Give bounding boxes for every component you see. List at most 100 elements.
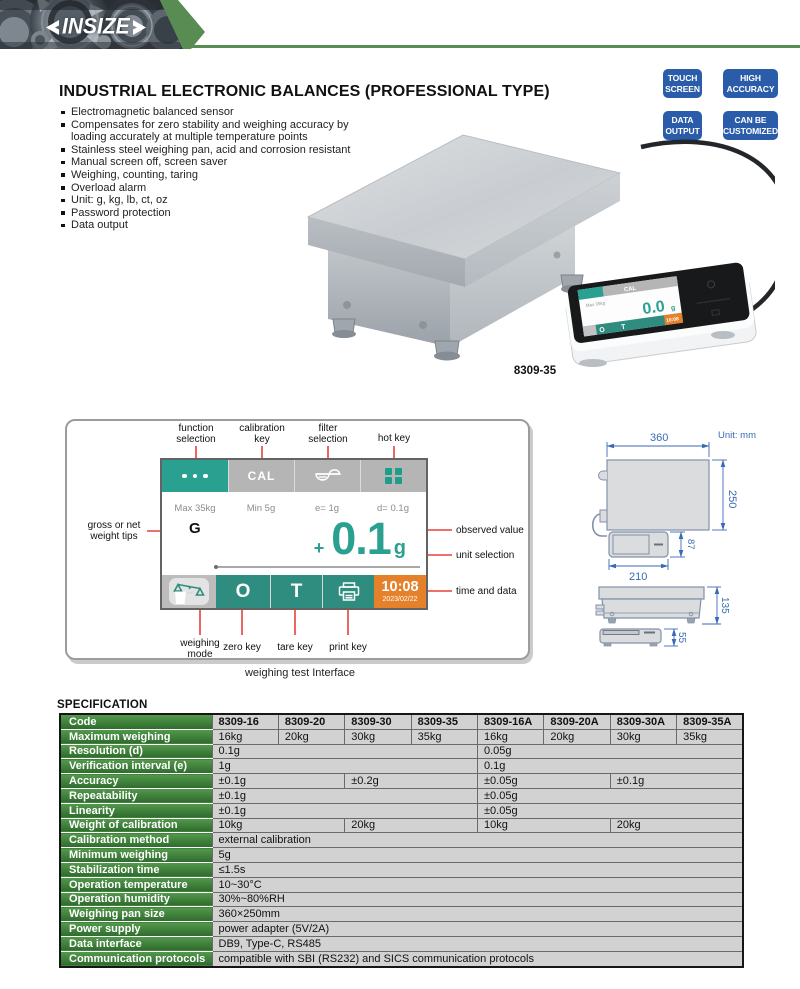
interface-diagram-panel: CAL (65, 419, 530, 660)
touchscreen-mock: CAL (160, 458, 428, 610)
spec-cell: external calibration (211, 832, 744, 849)
dimension-drawing: Unit: mm 360 250 (588, 424, 800, 679)
min-capacity: Min 5g (246, 503, 276, 514)
label-zero-key: zero key (223, 642, 261, 653)
spec-row-label: Repeatability (60, 788, 212, 804)
spec-row: Repeatability±0.1g±0.05g (60, 787, 744, 804)
spec-cell: power adapter (5V/2A) (211, 921, 744, 937)
badge-data-output: DATA OUTPUT (663, 111, 702, 140)
label-time-and-data: time and data (456, 586, 517, 597)
spec-code: 8309-35 (410, 713, 479, 730)
logo-text: INSIZE (62, 14, 130, 39)
spec-cell: ±0.2g (344, 773, 478, 789)
spec-cell: 5g (211, 847, 744, 863)
calibration-key[interactable]: CAL (228, 460, 294, 492)
spec-cell: DB9, Type-C, RS485 (211, 935, 744, 952)
spec-cell: ≤1.5s (211, 861, 744, 878)
hot-key[interactable] (360, 460, 426, 492)
label-gross-or-net: gross or net weight tips (87, 520, 141, 542)
function-selection-key[interactable] (162, 460, 228, 492)
photo-weight-unit: g (671, 305, 676, 313)
label-filter-selection: filter selection (308, 423, 348, 445)
label-calibration-key: calibration key (239, 423, 285, 445)
date-value: 2023/02/22 (382, 596, 418, 604)
spec-cell: ±0.1g (211, 802, 478, 819)
logo-right-arrow-icon (132, 19, 146, 35)
screen-bottom-bar: O T 10:08 2023/02/22 (162, 575, 426, 608)
feature-item: Manual screen off, screen saver (61, 156, 376, 169)
tare-key[interactable]: T (270, 575, 322, 608)
spec-row-label: Operation temperature (60, 877, 212, 893)
label-observed-value: observed value (456, 525, 524, 536)
spec-cell: ±0.1g (211, 787, 478, 804)
feature-item: Data output (61, 219, 376, 232)
spec-cell: 30kg (344, 728, 412, 745)
spec-row-label: Communication protocols (60, 951, 212, 968)
product-photo: CAL 0.0 g Max 35kg O T 10:08 (275, 125, 791, 385)
dim-210: 210 (629, 571, 647, 583)
spec-cell: 0.1g (211, 743, 478, 760)
spec-row-label: Weight of calibration (60, 818, 212, 834)
weight-value: 0.1 (331, 513, 392, 564)
product-code-label: 8309-35 (513, 365, 557, 377)
photo-time: 10:08 (666, 316, 680, 324)
dim-55: 55 (676, 632, 687, 644)
spec-cell: 1g (211, 758, 478, 775)
spec-cell: ±0.05g (477, 787, 744, 804)
label-print-key: print key (329, 642, 367, 653)
spec-row-label: Data interface (60, 936, 212, 952)
spec-row-label: Operation humidity (60, 892, 212, 908)
spec-row-label: Maximum weighing (60, 729, 212, 745)
zero-key[interactable]: O (216, 575, 270, 608)
badge-high-accuracy: HIGH ACCURACY (723, 69, 778, 98)
spec-code: 8309-30 (344, 713, 412, 730)
feature-item: Password protection (61, 207, 376, 220)
spec-code: 8309-30A (609, 713, 678, 730)
photo-tare-key: T (621, 324, 627, 332)
spec-cell: 30%~80%RH (211, 891, 744, 908)
photo-max-capacity: Max 35kg (585, 300, 606, 308)
weight-readout: + 0.1 g (314, 513, 406, 564)
spec-code: 8309-35A (676, 713, 744, 730)
photo-cal-key: CAL (624, 286, 637, 294)
spec-cell: 16kg (476, 728, 545, 745)
spec-cell: 35kg (676, 728, 744, 745)
header-rule (187, 45, 800, 48)
spec-cell: 35kg (410, 728, 479, 745)
dim-87: 87 (685, 539, 696, 550)
dim-250: 250 (726, 490, 738, 508)
spec-cell: 10kg (211, 817, 346, 834)
spec-cell: ±0.05g (477, 802, 744, 819)
spec-cell: 20kg (344, 817, 478, 834)
weighing-mode-key[interactable] (162, 575, 216, 608)
feature-item: Weighing, counting, taring (61, 169, 376, 182)
spec-cell: 360×250mm (211, 906, 744, 923)
filter-selection-key[interactable] (294, 460, 360, 492)
spec-code: 8309-16 (211, 713, 279, 730)
diagram-caption: weighing test Interface (244, 667, 356, 679)
print-key[interactable] (322, 575, 374, 608)
spec-row-label: Power supply (60, 921, 212, 937)
label-hot-key: hot key (377, 433, 411, 444)
screen-top-bar: CAL (162, 460, 426, 492)
header-machinery-photo (0, 0, 210, 49)
spec-title: SPECIFICATION (57, 699, 148, 711)
photo-zero-key: O (599, 327, 606, 335)
feature-item: Unit: g, kg, lb, ct, oz (61, 194, 376, 207)
spec-row: Stabilization time≤1.5s (60, 861, 744, 878)
badge-touch-screen: TOUCH SCREEN (663, 69, 702, 98)
spec-row-label: Accuracy (60, 773, 212, 789)
